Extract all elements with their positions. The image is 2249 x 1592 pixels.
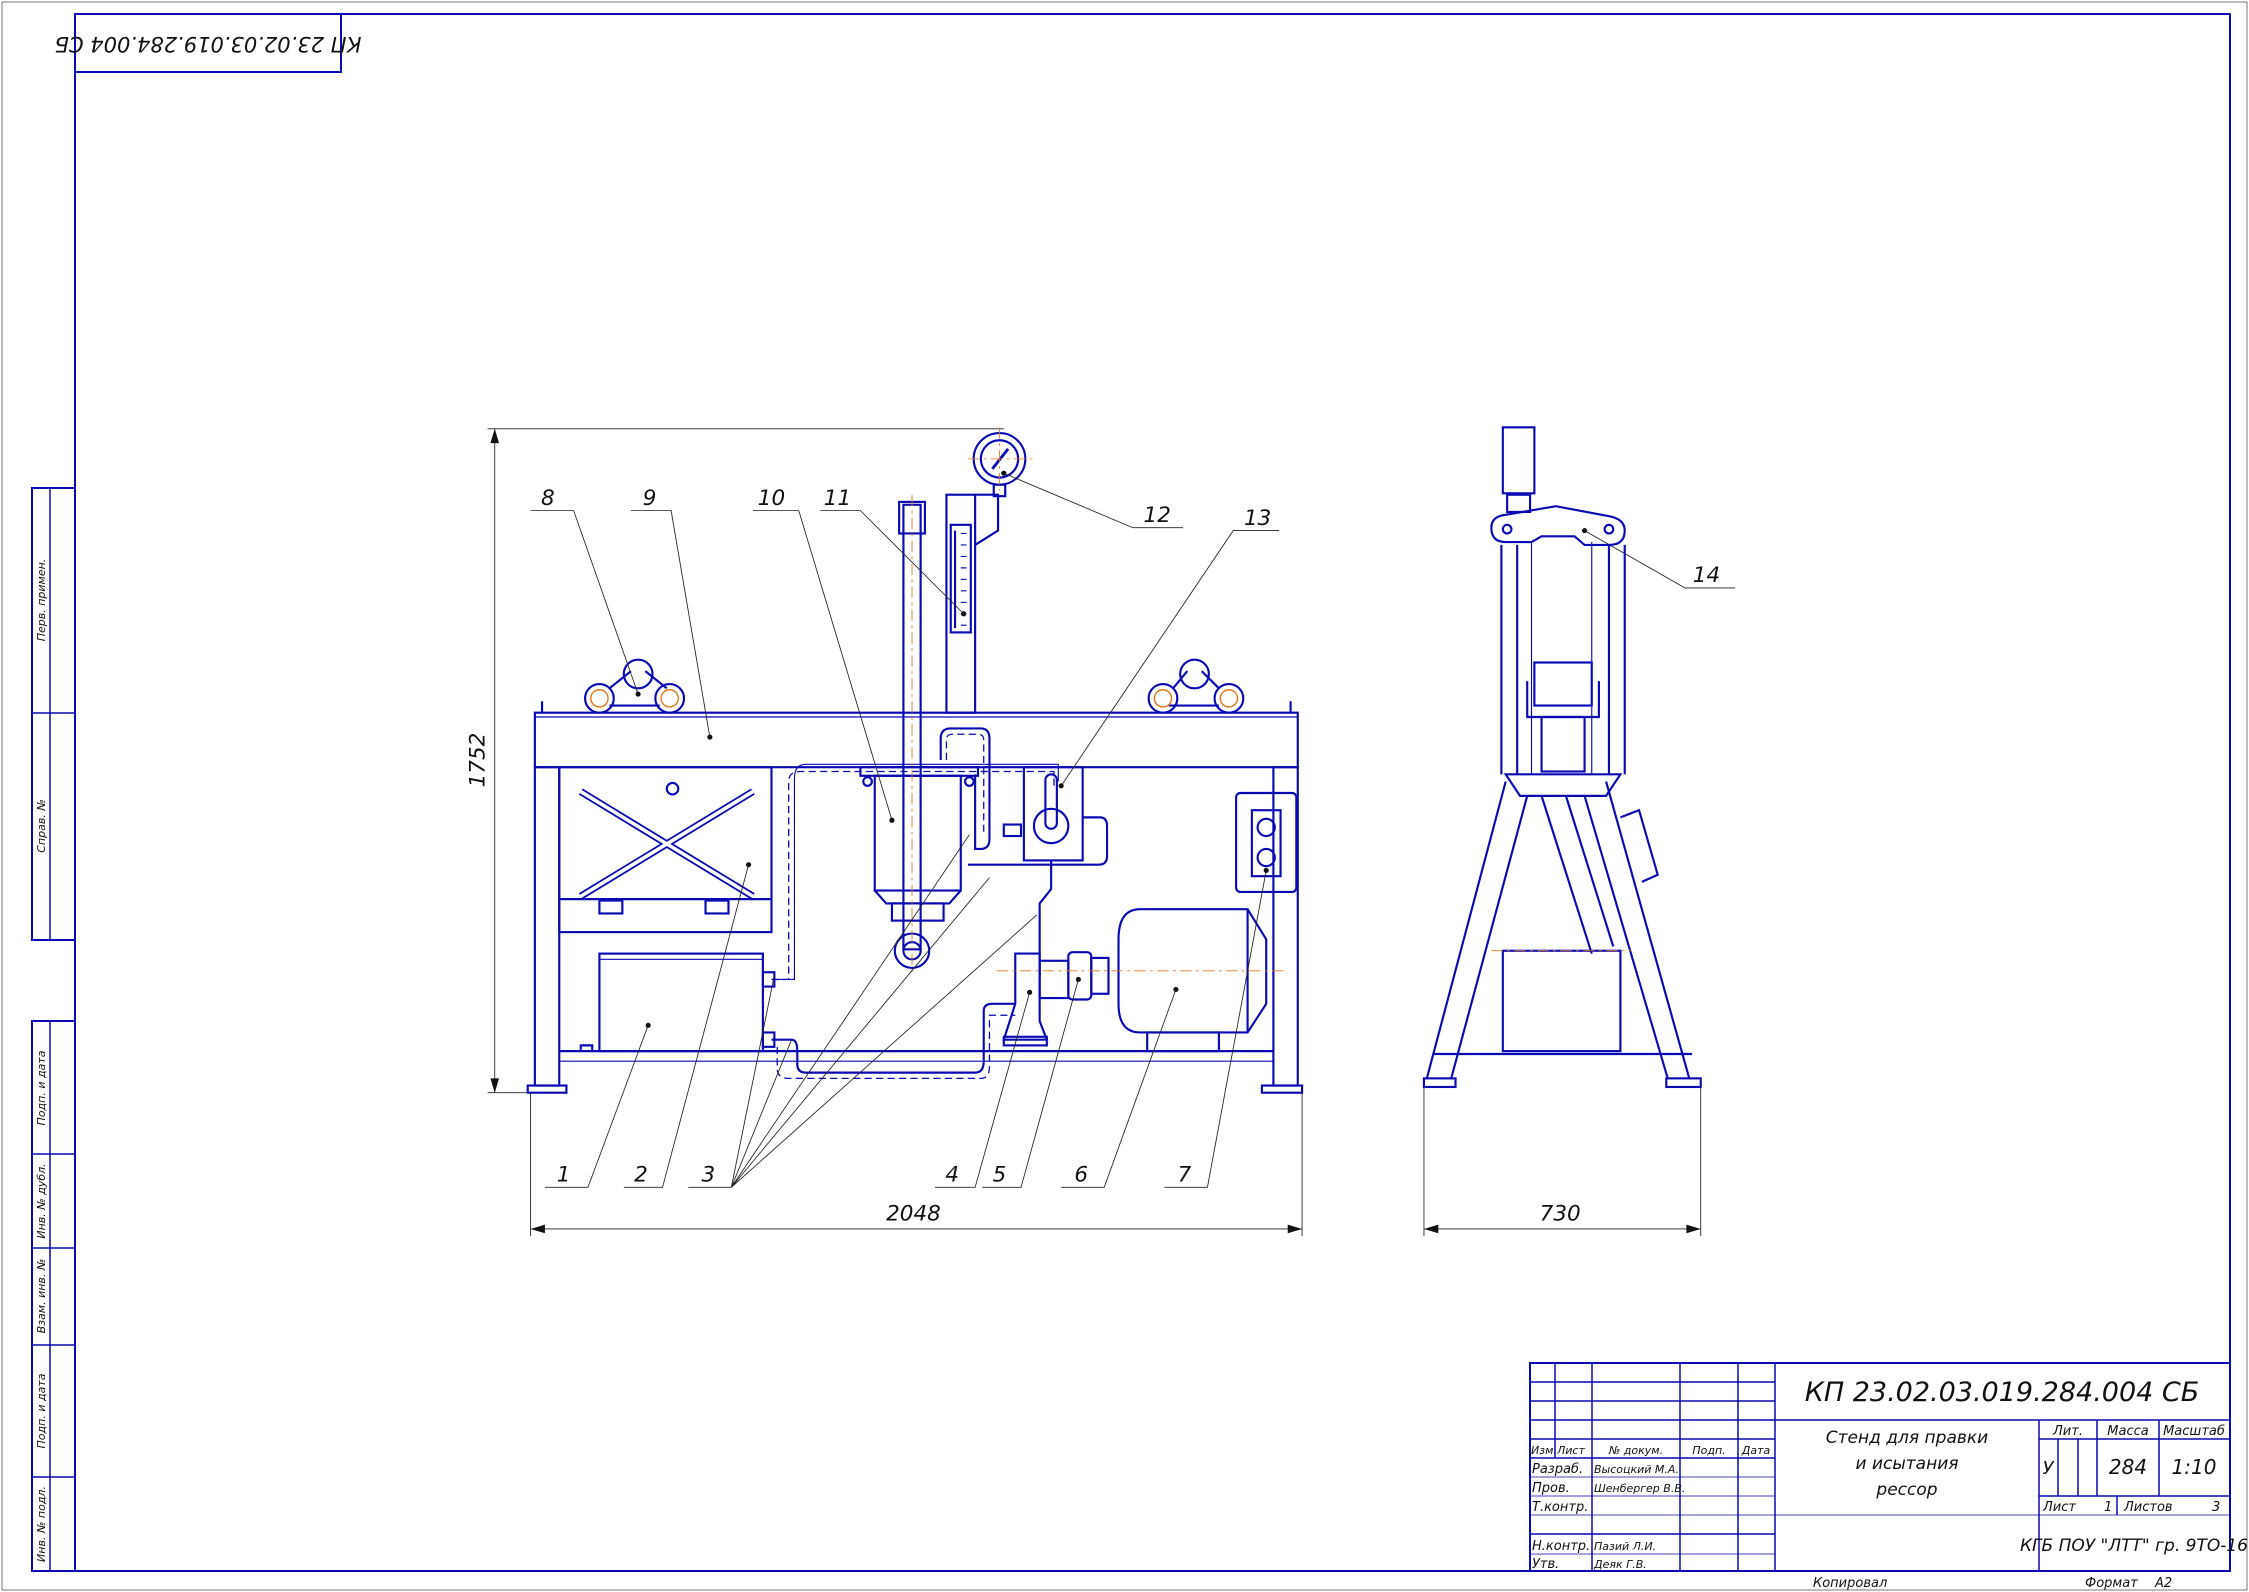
callout-9: 9 [643, 486, 657, 511]
callout-4: 4 [945, 1163, 959, 1188]
tb-role-5: Н.контр. [1532, 1539, 1590, 1554]
tb-role-3: Т.контр. [1532, 1500, 1588, 1515]
dimension-height-label: 1752 [466, 733, 491, 788]
tb-lit-value: У [2043, 1458, 2055, 1479]
tb-format-value: А2 [2154, 1576, 2172, 1591]
tb-person-5: Пазий Л.И. [1594, 1540, 1656, 1553]
tb-sheets-value: 3 [2212, 1500, 2220, 1515]
tb-header-list: Лист [1556, 1444, 1585, 1457]
control-box [1235, 791, 1298, 894]
callout-7: 7 [1178, 1163, 1192, 1188]
tb-person-1: Высоцкий М.А. [1594, 1463, 1679, 1476]
distribution-valve [967, 766, 1109, 976]
tb-copied: Копировал [1813, 1576, 1887, 1591]
tb-designation: КП 23.02.03.019.284.004 СБ [1805, 1377, 2200, 1408]
tb-name-line-3: рессор [1875, 1480, 1937, 1500]
leaders [530, 472, 1736, 1188]
tb-format-label: Формат [2085, 1576, 2138, 1591]
callout-14: 14 [1693, 563, 1720, 588]
tb-sheet-value: 1 [2104, 1500, 2112, 1515]
stamp-podp-data-1: Подп. и дата [35, 1050, 48, 1125]
front-view: 1752 [466, 427, 1736, 1237]
tb-header-doc: № докум. [1608, 1444, 1663, 1457]
stamp-inv-dubl: Инв. № дубл. [35, 1163, 48, 1238]
frame-leg-left [533, 766, 561, 1087]
tb-header-izm: Изм. [1531, 1444, 1557, 1457]
tb-scale-label: Масштаб [2163, 1424, 2225, 1439]
dimension-height: 1752 [466, 428, 1004, 1094]
lever-rod [893, 494, 931, 976]
tb-role-1: Разраб. [1532, 1462, 1583, 1477]
side-view: 730 [1422, 426, 1702, 1237]
callout-11: 11 [824, 486, 851, 511]
dimension-length: 2048 [530, 1092, 1303, 1237]
callout-12: 12 [1144, 503, 1171, 528]
tb-role-2: Пров. [1532, 1481, 1570, 1496]
callout-1: 1 [557, 1163, 571, 1188]
pump [1002, 952, 1070, 1047]
tank [579, 952, 764, 1053]
tb-person-2: Шенбергер В.В. [1594, 1482, 1685, 1495]
pressure-gauge [967, 427, 1033, 498]
top-stamp-text: КП 23.02.03.019.284.004 СБ [55, 32, 362, 56]
stamp-podp-data-2: Подп. и дата [35, 1373, 48, 1448]
stamp-perv-primen: Перв. примен. [35, 559, 48, 642]
tb-name-line-1: Стенд для правки [1826, 1428, 1988, 1448]
top-stamp: КП 23.02.03.019.284.004 СБ [55, 13, 362, 73]
left-stamps: Перв. примен. Справ. № Подп. и дата Инв.… [31, 487, 76, 1572]
frame-leg-right [1272, 766, 1299, 1087]
roller-right [1147, 658, 1245, 714]
callout-3: 3 [702, 1163, 716, 1188]
stamp-vzam-inv: Взам. инв. № [35, 1259, 48, 1334]
tb-sheet-label: Лист [2042, 1500, 2076, 1515]
dimension-width-label: 730 [1540, 1201, 1581, 1226]
callout-10: 10 [758, 486, 785, 511]
roller-left [583, 658, 686, 714]
callout-6: 6 [1074, 1163, 1088, 1188]
stamp-sprav-no: Справ. № [35, 799, 48, 853]
frame-beam [533, 711, 1299, 769]
tb-lit-label: Лит. [2052, 1424, 2083, 1439]
callout-13: 13 [1244, 506, 1271, 531]
dimension-width: 730 [1423, 1086, 1702, 1237]
tb-sheets-label: Листов [2123, 1500, 2173, 1515]
coupling [1067, 951, 1110, 1001]
callout-5: 5 [993, 1163, 1007, 1188]
hydraulic-cylinder [859, 766, 980, 922]
tb-organization: КГБ ПОУ "ЛТТ" гр. 9ТО-16 [2020, 1536, 2248, 1556]
leader-dots [635, 470, 1588, 1028]
tb-name-line-2: и исытания [1856, 1454, 1959, 1474]
tb-mass-label: Масса [2107, 1424, 2148, 1439]
tb-person-6: Деяк Г.В. [1593, 1558, 1647, 1571]
dimension-length-label: 2048 [886, 1201, 941, 1226]
stamp-inv-podl: Инв. № подл. [35, 1486, 48, 1562]
tb-scale-value: 1:10 [2172, 1455, 2217, 1479]
inner-frame [74, 13, 2231, 1572]
tb-header-sign: Подп. [1692, 1444, 1725, 1457]
callout-2: 2 [634, 1163, 648, 1188]
top-crossbar [1490, 505, 1626, 546]
tb-role-6: Утв. [1532, 1557, 1559, 1572]
tb-mass-value: 284 [2109, 1455, 2147, 1479]
title-block: КП 23.02.03.019.284.004 СБ Стенд для пра… [1529, 1362, 2248, 1591]
tb-header-date: Дата [1741, 1444, 1771, 1457]
panel [558, 766, 773, 934]
callout-8: 8 [541, 486, 555, 511]
